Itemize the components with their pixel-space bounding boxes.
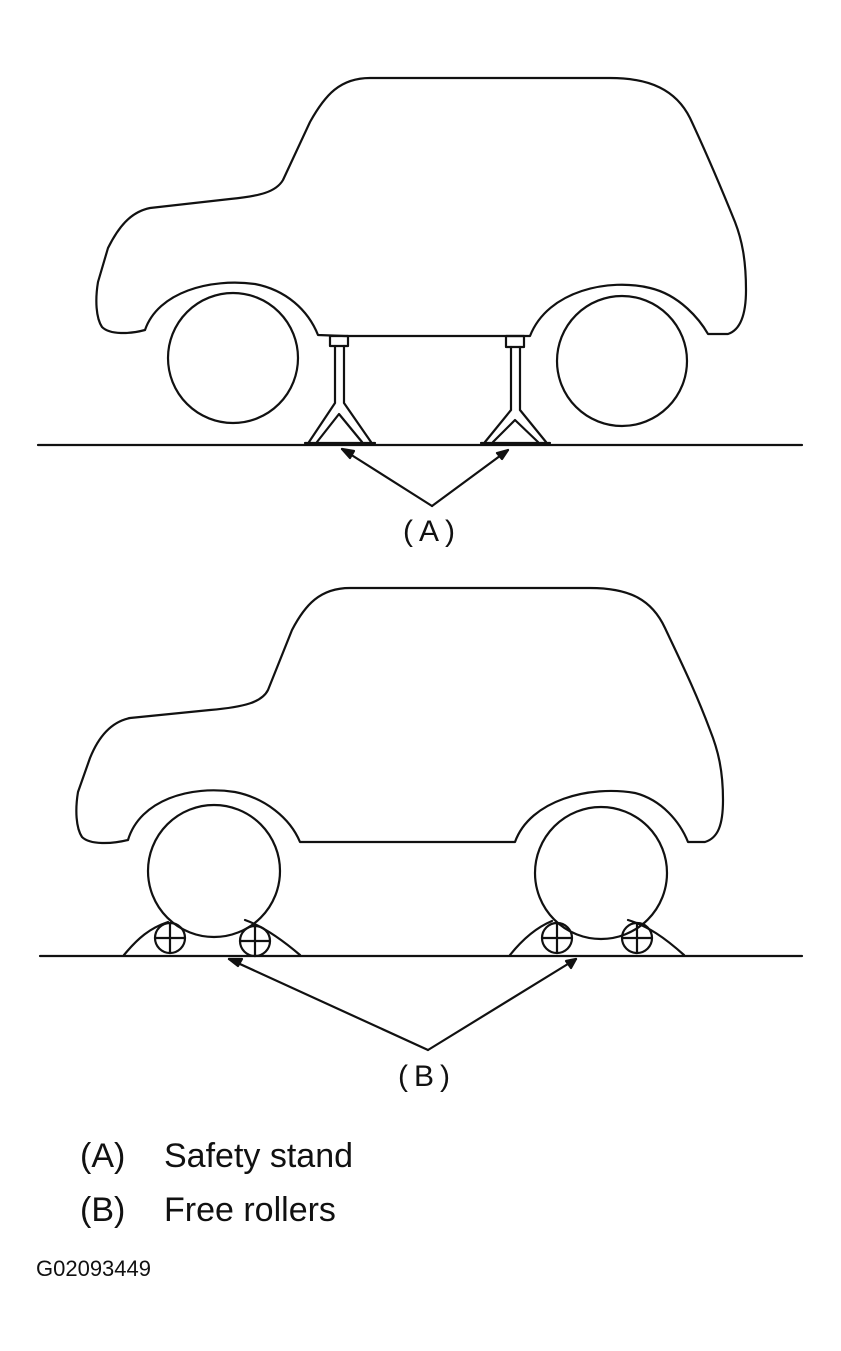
safety-stand-front: [305, 336, 375, 443]
roller: [542, 923, 572, 953]
bottom-rear-wheel: [535, 807, 667, 939]
arrowhead: [566, 959, 576, 968]
bottom-figure: [40, 588, 802, 1050]
top-figure: [38, 78, 802, 506]
leader-lines-a: [342, 449, 508, 506]
roller: [622, 923, 652, 953]
bottom-car-body: [76, 588, 723, 843]
top-front-wheel: [168, 293, 298, 423]
arrowhead: [497, 450, 508, 459]
callout-a-label: (A): [403, 515, 461, 548]
legend-label: Safety stand: [164, 1137, 354, 1175]
roller: [240, 926, 270, 956]
safety-stand-rear: [481, 336, 550, 443]
figure-id: G02093449: [36, 1256, 151, 1281]
free-rollers-front: [124, 920, 300, 956]
free-rollers-rear: [510, 920, 684, 955]
legend-label: Free rollers: [164, 1191, 336, 1229]
leader-lines-b: [229, 959, 576, 1050]
roller-frame: [510, 920, 684, 955]
top-car-body: [96, 78, 746, 336]
stand-head: [506, 336, 524, 347]
legend-key: (A): [80, 1137, 126, 1175]
arrowhead: [342, 449, 354, 458]
callout-b-label: (B): [398, 1060, 456, 1093]
stand-column: [485, 347, 546, 442]
stand-column: [309, 346, 371, 442]
stand-head: [330, 336, 348, 346]
legend-item-free-rollers: (B) Free rollers: [80, 1191, 336, 1230]
bottom-front-wheel: [148, 805, 280, 937]
legend-item-safety-stand: (A) Safety stand: [80, 1137, 353, 1176]
roller: [155, 923, 185, 953]
legend-key: (B): [80, 1191, 126, 1229]
arrowhead: [229, 959, 242, 966]
top-rear-wheel: [557, 296, 687, 426]
